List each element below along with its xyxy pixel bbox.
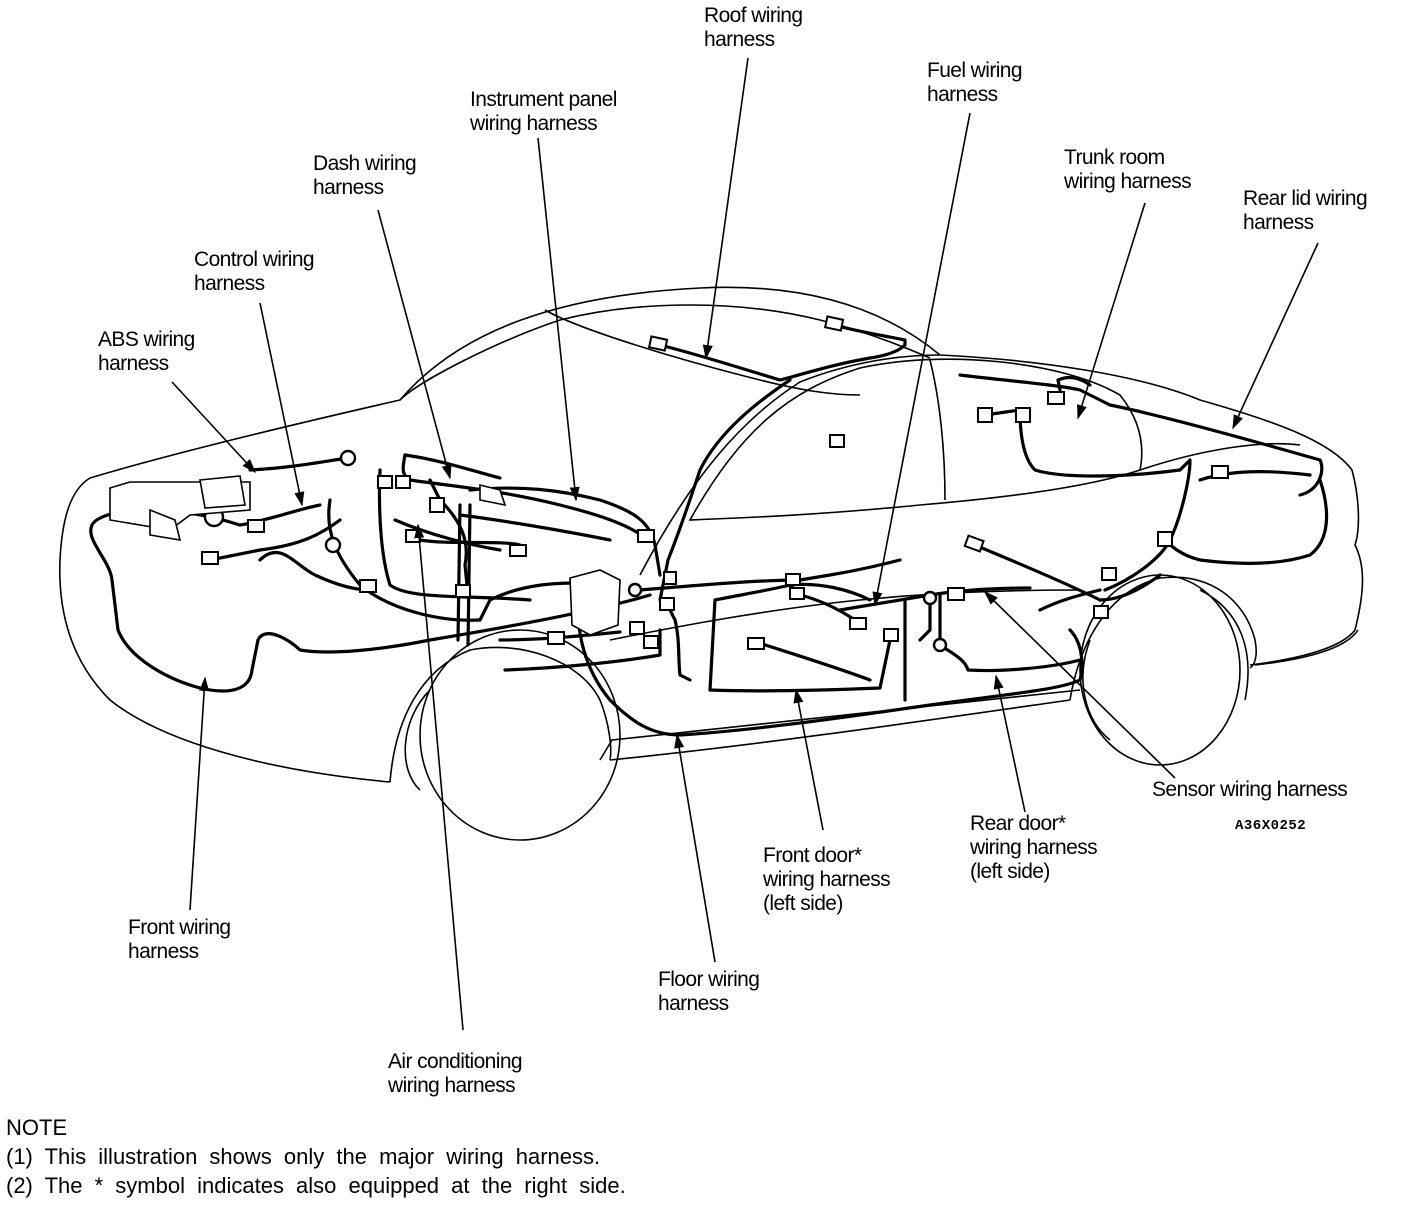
label-line: Instrument panel (470, 88, 617, 111)
label-rear-lid-wiring-harness: Rear lid wiring harness (1243, 187, 1368, 235)
label-line: Roof wiring (704, 4, 803, 27)
label-line: Rear door* (970, 812, 1066, 835)
label-dash-wiring-harness: Dash wiring harness (313, 152, 417, 200)
label-air-conditioning-wiring-harness: Air conditioning wiring harness (388, 1050, 523, 1098)
label-line: wiring harness (388, 1074, 516, 1097)
label-line: Sensor wiring harness (1152, 778, 1348, 801)
label-line: wiring harness (970, 836, 1098, 859)
label-roof-wiring-harness: Roof wiring harness (704, 4, 803, 52)
note-heading: NOTE (6, 1115, 68, 1140)
label-line: harness (704, 28, 775, 51)
label-line: Trunk room (1064, 146, 1165, 169)
label-control-wiring-harness: Control wiring harness (194, 248, 315, 296)
label-line: Floor wiring (658, 968, 760, 991)
label-line: Rear lid wiring (1243, 187, 1368, 210)
label-line: harness (194, 272, 265, 295)
label-line: wiring harness (1064, 170, 1192, 193)
label-line: Air conditioning (388, 1050, 523, 1073)
label-line: Control wiring (194, 248, 315, 271)
label-trunk-room-wiring-harness: Trunk room wiring harness (1064, 146, 1192, 194)
label-line: harness (98, 352, 169, 375)
leader-lines (171, 57, 1319, 1031)
label-abs-wiring-harness: ABS wiring harness (98, 328, 195, 376)
label-line: harness (927, 83, 998, 106)
label-line: (left side) (970, 860, 1050, 883)
label-front-wiring-harness: Front wiring harness (128, 916, 231, 964)
label-line: Dash wiring (313, 152, 417, 175)
note-line-1: (1) This illustration shows only the maj… (6, 1144, 601, 1169)
label-fuel-wiring-harness: Fuel wiring harness (927, 59, 1023, 107)
label-line: ABS wiring (98, 328, 195, 351)
connectors (139, 315, 1229, 650)
label-instrument-panel-wiring-harness: Instrument panel wiring harness (470, 88, 617, 136)
figure-code: A36X0252 (1235, 818, 1307, 834)
label-rear-door-wiring-harness: Rear door* wiring harness (left side) (970, 812, 1098, 884)
label-line: harness (313, 176, 384, 199)
label-front-door-wiring-harness: Front door* wiring harness (left side) (763, 844, 891, 916)
label-line: (left side) (763, 892, 843, 915)
label-line: harness (1243, 211, 1314, 234)
label-line: harness (128, 940, 199, 963)
note-line-2: (2) The * symbol indicates also equipped… (6, 1173, 626, 1198)
label-line: Front wiring (128, 916, 231, 939)
label-line: wiring harness (763, 868, 891, 891)
label-floor-wiring-harness: Floor wiring harness (658, 968, 760, 1016)
label-line: Front door* (763, 844, 862, 867)
label-line: wiring harness (470, 112, 598, 135)
label-line: harness (658, 992, 729, 1015)
harness-lines (89, 323, 1329, 737)
label-line: Fuel wiring (927, 59, 1023, 82)
car-body (58, 286, 1364, 841)
label-sensor-wiring-harness: Sensor wiring harness (1152, 778, 1348, 802)
engine-components (109, 475, 621, 636)
